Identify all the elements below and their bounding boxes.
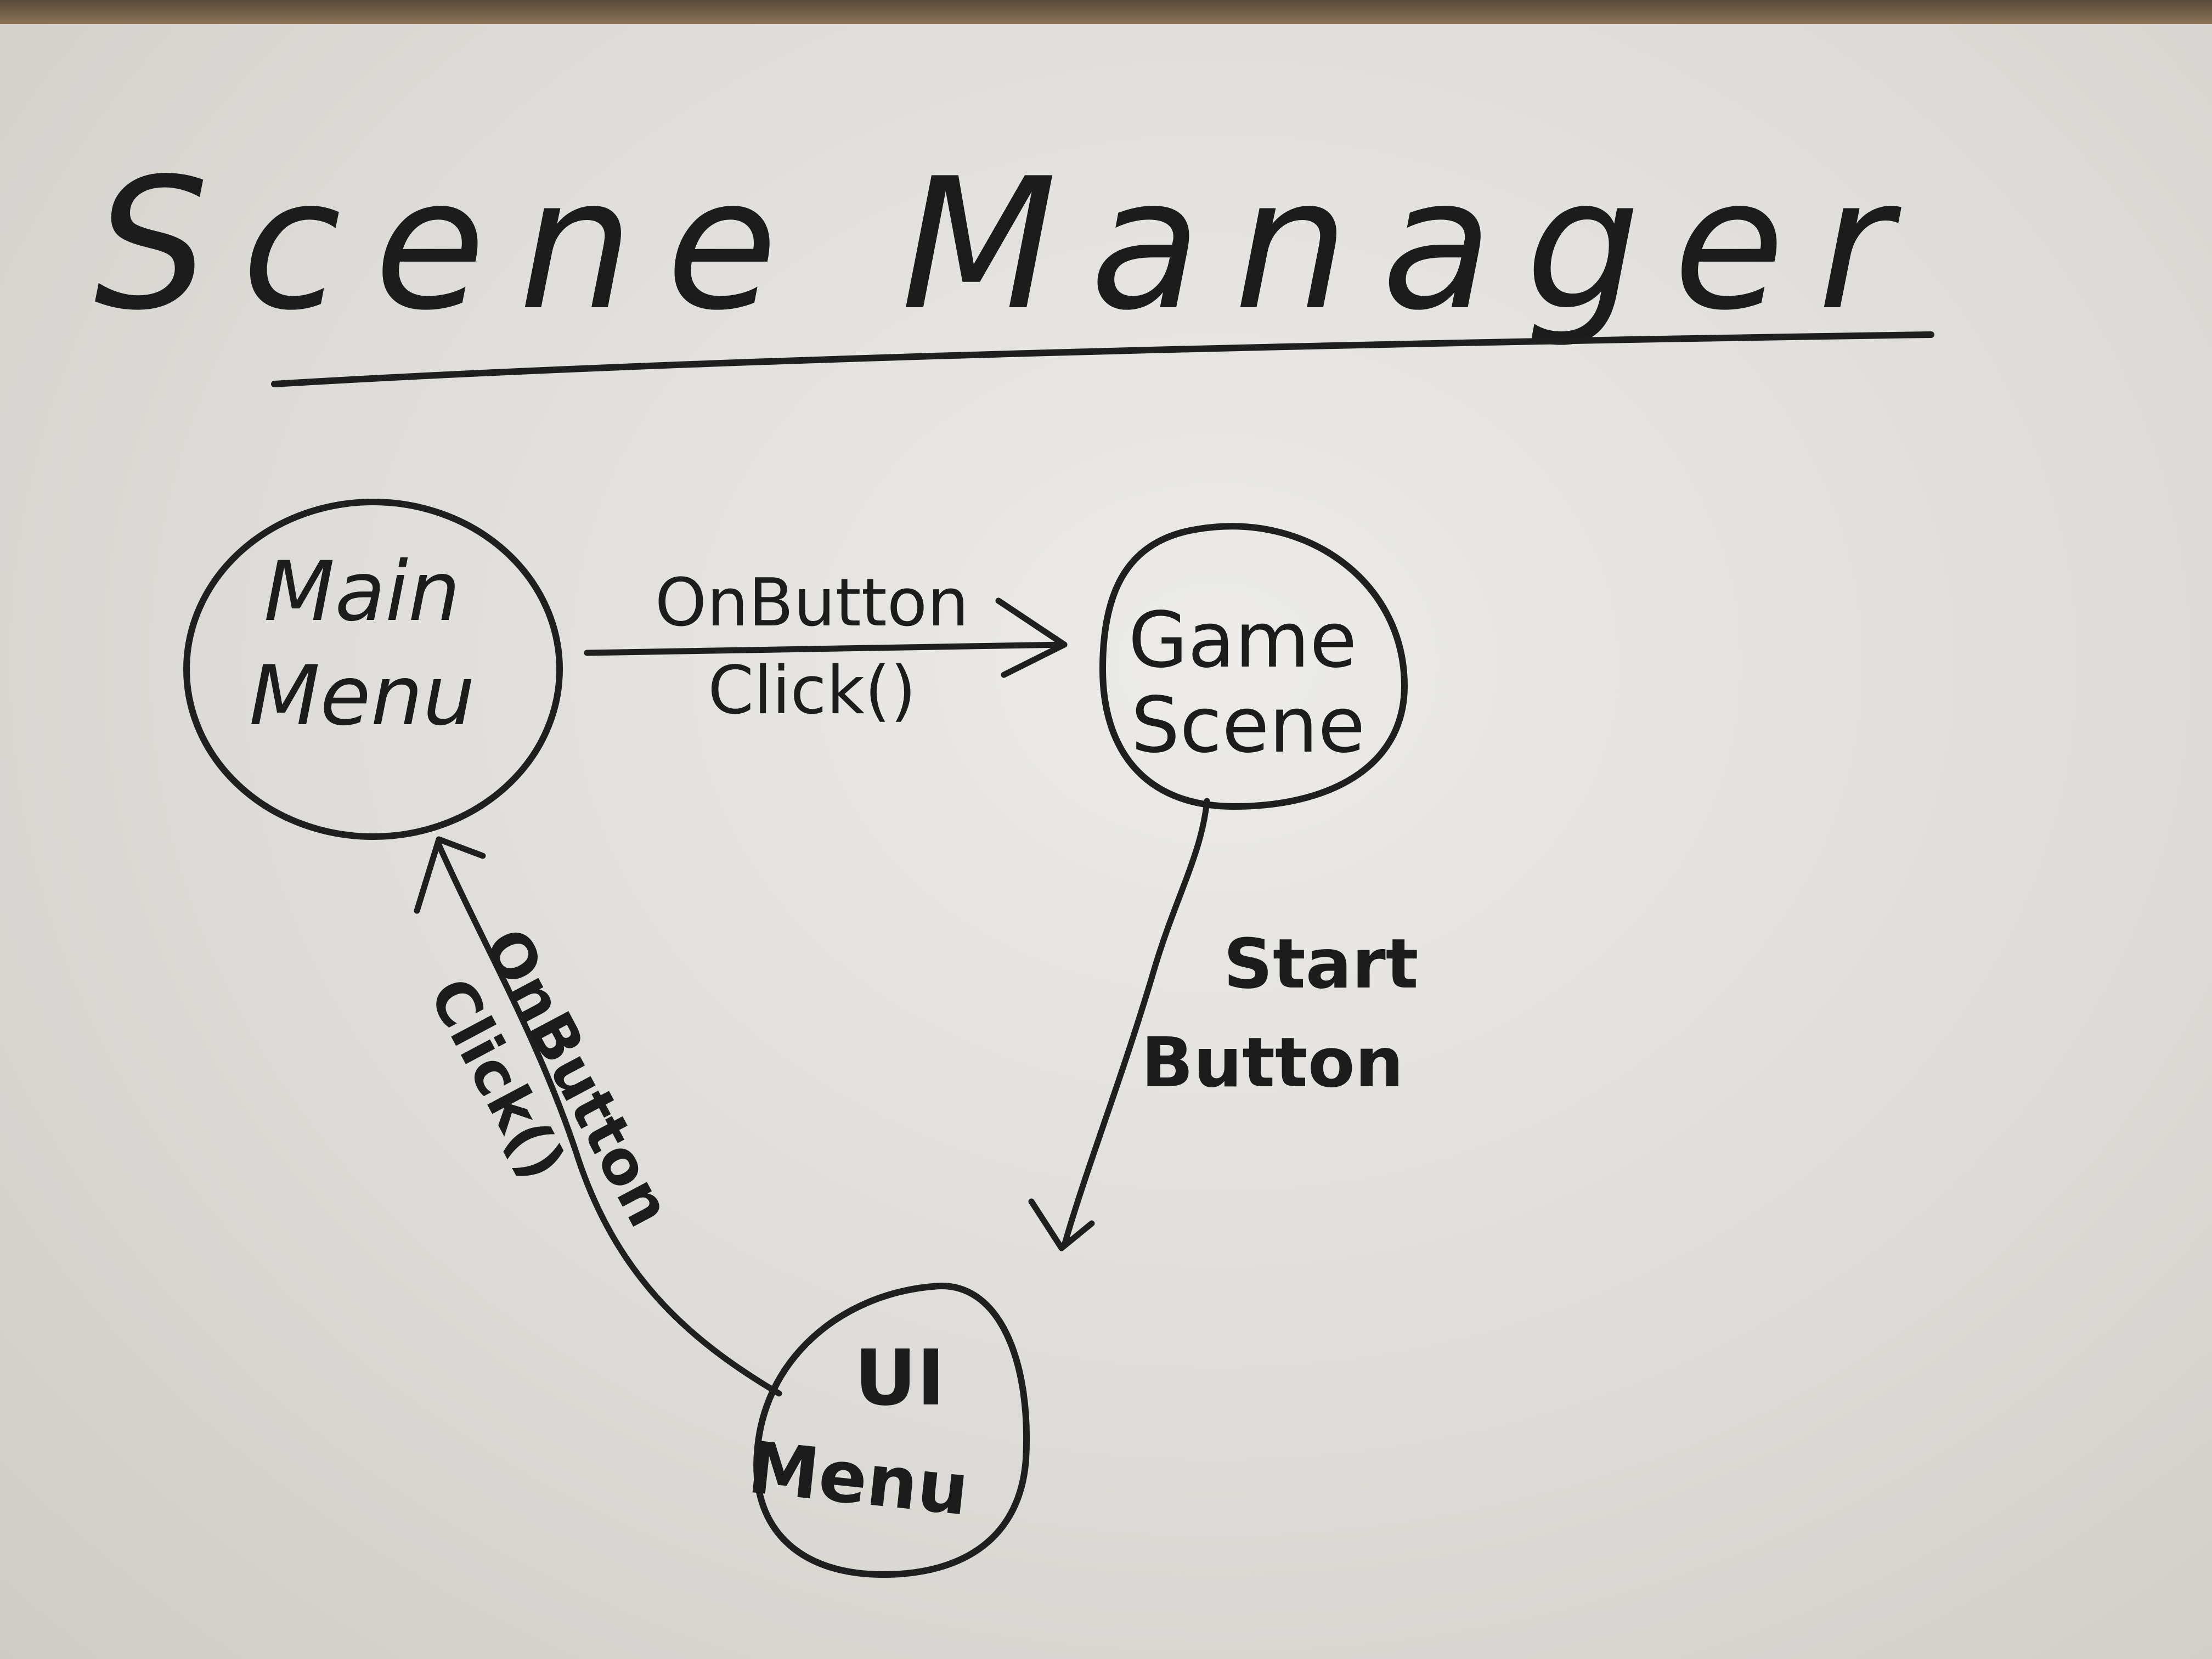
edge-main-to-game-label-line1: OnButton bbox=[655, 565, 969, 641]
edge-game-to-ui-arrowhead bbox=[1028, 1198, 1095, 1251]
edge-ui-to-main-arrow bbox=[436, 842, 782, 1397]
node-game-scene-label-line1: Game bbox=[1128, 596, 1357, 685]
node-game-scene-circle bbox=[1099, 523, 1408, 810]
node-ui-menu-label-line2: Menu bbox=[744, 1426, 973, 1532]
node-ui-menu-circle bbox=[753, 1282, 1030, 1578]
edge-main-to-game-arrow bbox=[584, 641, 1068, 656]
node-main-menu: Main Menu bbox=[183, 499, 563, 840]
node-game-scene-label-line2: Scene bbox=[1131, 681, 1365, 770]
edge-main-to-game-label-line2: Click() bbox=[708, 653, 916, 729]
node-game-scene: Game Scene bbox=[1099, 523, 1408, 810]
node-main-menu-label-line2: Menu bbox=[249, 648, 475, 744]
edge-game-to-ui-arrow bbox=[1061, 798, 1210, 1249]
edge-main-to-game: OnButton Click() bbox=[584, 565, 1068, 729]
edge-main-to-game-arrowhead bbox=[995, 597, 1068, 678]
edge-game-to-ui-label-line2: Button bbox=[1141, 1023, 1404, 1103]
edge-ui-to-main: OnButton Click() bbox=[414, 836, 782, 1397]
diagram-title: Scene Manager bbox=[94, 139, 1925, 350]
edge-game-to-ui-label-line1: Start bbox=[1223, 924, 1419, 1004]
edge-ui-to-main-arrowhead bbox=[414, 836, 486, 914]
node-ui-menu: UI Menu bbox=[744, 1282, 1030, 1578]
node-ui-menu-label-line1: UI bbox=[854, 1334, 945, 1423]
whiteboard-frame bbox=[0, 0, 2212, 24]
title-underline bbox=[271, 331, 1934, 387]
node-main-menu-circle bbox=[183, 499, 563, 840]
edge-game-to-ui: Start Button bbox=[1028, 798, 1419, 1251]
node-main-menu-label-line1: Main bbox=[264, 544, 460, 640]
